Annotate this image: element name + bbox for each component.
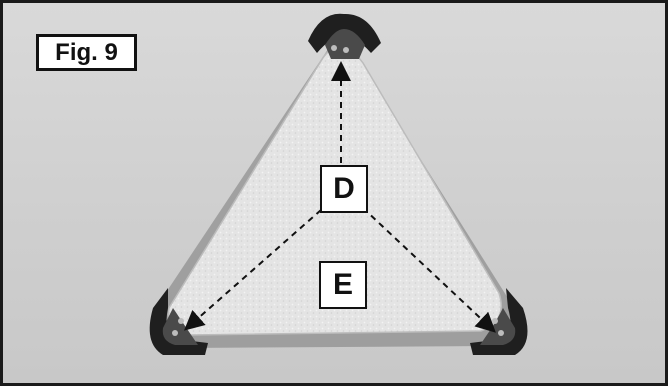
figure-label: Fig. 9 [36, 34, 137, 71]
callout-e: E [319, 261, 367, 309]
top-corner-cap [308, 14, 381, 59]
callout-d: D [320, 165, 368, 213]
